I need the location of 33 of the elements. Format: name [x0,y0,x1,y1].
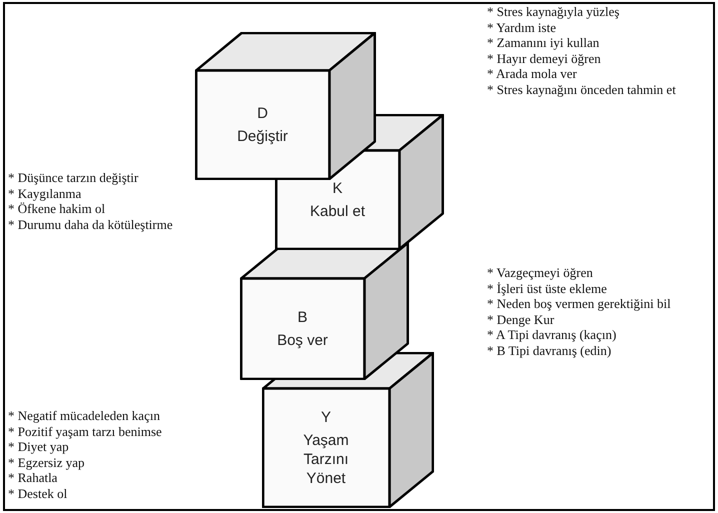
list-item: * Vazgeçmeyi öğren [487,265,594,280]
cube-label: Kabul et [310,202,366,221]
cube-label: Yaşam Tarzını Yönet [302,431,350,488]
cube-letter: Y [320,408,331,427]
list-item: * Zamanını iyi kullan [487,35,600,50]
cube [195,32,376,180]
list-item: * Denge Kur [487,312,556,327]
list-item: * Hayır demeyi öğren [487,50,602,66]
list-item: * Stres kaynağını önceden tahmin et [487,82,677,97]
list-item: * Kaygılanma [8,186,82,201]
list-item: * Pozitif yaşam tarzı benimse [8,424,163,439]
list-item: * Arada mola ver [487,66,578,82]
list-item: * Neden boş vermen gerektiğini bil [487,296,672,312]
list-item: * A Tipi davranış (kaçın) [487,327,618,342]
list-item: * Rahatla [8,470,58,486]
cube-letter: K [332,179,342,198]
list-item: * Negatif mücadeleden kaçın [8,408,161,424]
list-item: * Egzersiz yap [8,454,86,470]
cube-letter: B [297,308,308,327]
cube [240,242,409,380]
list-item: * Öfkene hakim ol [8,201,106,216]
list-item: * Yardım iste [487,20,557,35]
list-item: * Diyet yap [8,439,70,454]
list-item: * İşleri üst üste ekleme [487,280,608,296]
cube-label: Değiştir [237,127,288,146]
cube-label: Boş ver [277,331,328,350]
list-item: * Düşünce tarzın değiştir [8,170,140,186]
list-item: * B Tipi davranış (edin) [487,342,612,358]
cube-letter: D [257,104,268,123]
list-item: * Destek ol [8,486,68,501]
list-item: * Durumu daha da kötüleştirme [8,216,174,232]
list-item: * Stres kaynağıyla yüzleş [487,4,620,20]
cube [262,352,434,508]
